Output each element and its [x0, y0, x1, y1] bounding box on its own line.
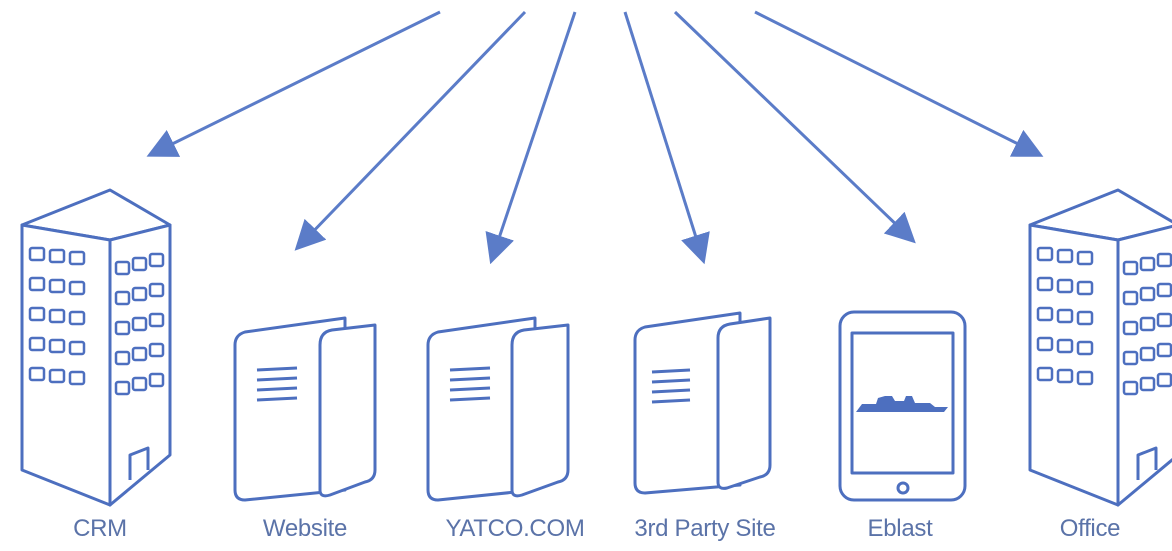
server-icon — [233, 316, 377, 502]
arrows — [146, 10, 1044, 265]
server-icon — [426, 316, 570, 502]
node-label-eblast: Eblast — [867, 515, 933, 542]
office-building-icon — [1028, 188, 1172, 507]
yacht-icon — [856, 396, 948, 412]
arrow-to-yatco — [485, 11, 577, 265]
node-label-yatco: YATCO.COM — [445, 515, 585, 542]
arrow-to-office — [754, 10, 1044, 157]
node-label-website: Website — [262, 515, 348, 542]
node-label-office: Office — [1059, 515, 1121, 542]
tablet-icon — [838, 310, 967, 502]
arrow-to-crm — [146, 10, 441, 157]
server-icon — [633, 311, 772, 495]
arrow-to-website — [294, 10, 527, 251]
node-label-third-party-site: 3rd Party Site — [634, 515, 776, 542]
arrow-to-third-party — [623, 11, 710, 265]
node-label-crm: CRM — [73, 515, 127, 542]
office-building-icon — [20, 188, 172, 507]
arrow-to-eblast — [673, 10, 916, 244]
